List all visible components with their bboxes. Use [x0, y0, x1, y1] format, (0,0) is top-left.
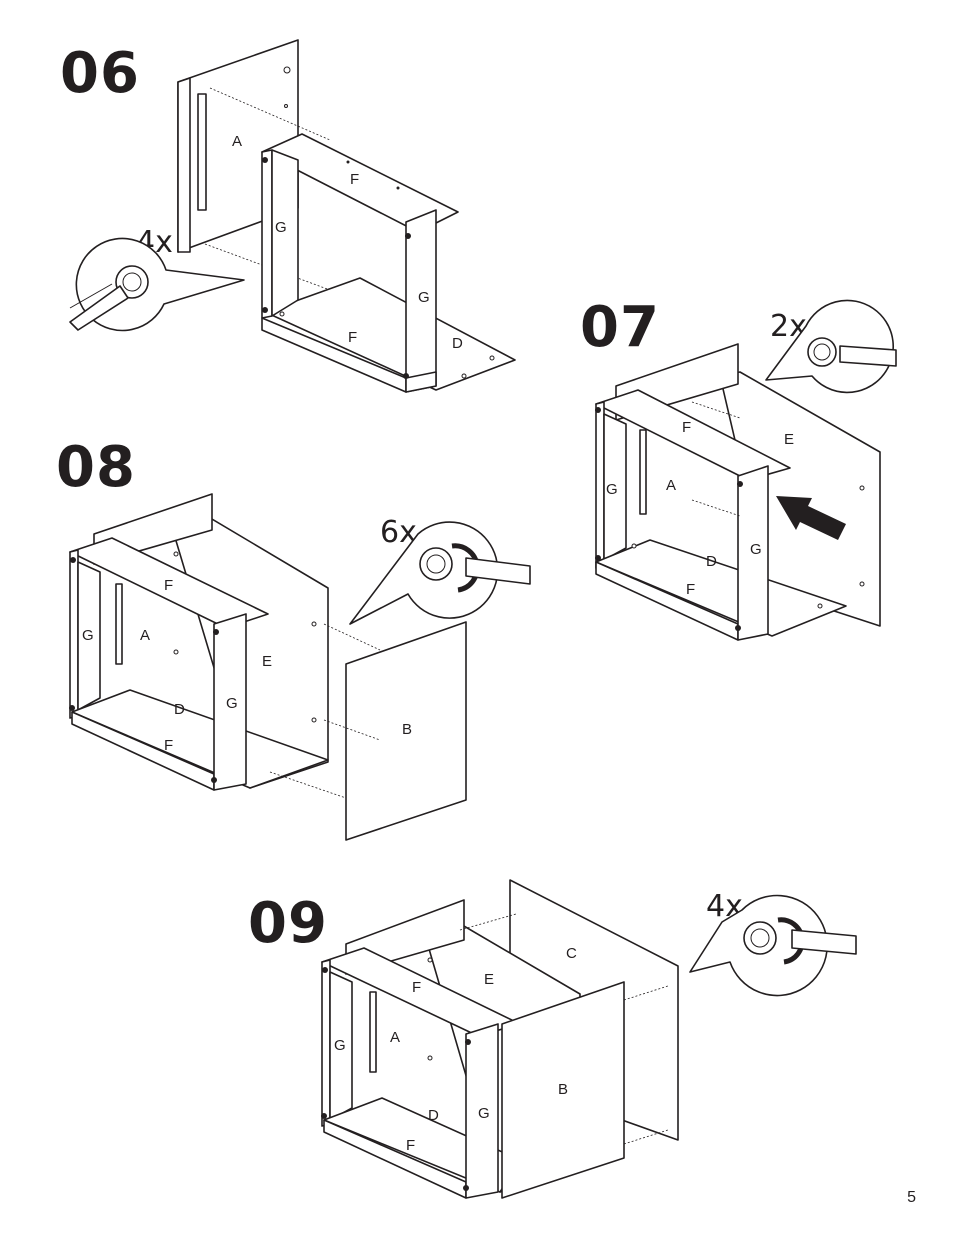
step-06-part-f-bottom: F [348, 329, 357, 346]
step-09-part-c: C [566, 945, 577, 962]
step-09-part-g-right: G [478, 1105, 490, 1122]
step-06-part-a: A [232, 133, 242, 150]
step-06-part-f-top: F [350, 171, 359, 188]
push-arrow-icon [776, 496, 846, 540]
step-08-part-g-left: G [82, 627, 94, 644]
step-07-part-g-left: G [606, 481, 618, 498]
step-08-part-f-top: F [164, 577, 173, 594]
step-07-number: 07 [580, 295, 660, 360]
step-09-number: 09 [248, 891, 328, 956]
step-08-illustration: F G A E G D F B [69, 493, 531, 841]
step-09-part-f-top: F [412, 979, 421, 996]
page-number: 5 [907, 1189, 916, 1206]
step-06-part-d: D [452, 335, 463, 352]
step-09-part-d: D [428, 1107, 439, 1124]
step-07-part-f-bottom: F [686, 581, 695, 598]
step-06-illustration: A F G G F D [69, 39, 516, 393]
step-07-illustration: F E G A D G F [595, 299, 897, 641]
step-09-illustration: C E F G A B D G F [321, 879, 857, 1199]
step-07-part-a: A [666, 477, 676, 494]
step-08-part-b: B [402, 721, 412, 738]
step-07-part-e: E [784, 431, 794, 448]
step-06-part-g-right: G [418, 289, 430, 306]
step-06-number: 06 [60, 41, 140, 106]
step-09-part-f-bottom: F [406, 1137, 415, 1154]
screwdriver-cam-lock-icon [69, 237, 245, 332]
step-08-part-a: A [140, 627, 150, 644]
step-08-part-g-right: G [226, 695, 238, 712]
step-08-part-d: D [174, 701, 185, 718]
step-09-part-g-left: G [334, 1037, 346, 1054]
step-08-number: 08 [56, 435, 136, 500]
screwdriver-cam-lock-icon [689, 894, 857, 997]
step-07-part-d: D [706, 553, 717, 570]
screwdriver-cam-lock-icon [349, 521, 531, 625]
step-06-part-g-left: G [275, 219, 287, 236]
step-09-part-a: A [390, 1029, 400, 1046]
screwdriver-cam-lock-icon [765, 299, 897, 394]
step-09-part-b: B [558, 1081, 568, 1098]
step-07-part-f-top: F [682, 419, 691, 436]
step-09-part-e: E [484, 971, 494, 988]
step-07-part-g-right: G [750, 541, 762, 558]
step-08-part-e: E [262, 653, 272, 670]
step-08-part-f-bottom: F [164, 737, 173, 754]
